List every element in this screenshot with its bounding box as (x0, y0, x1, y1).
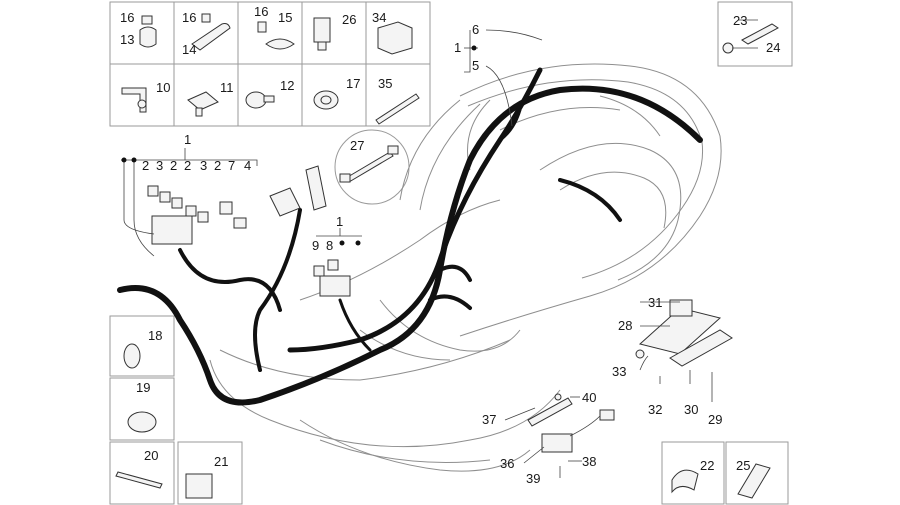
parts-box-group-left (109, 315, 243, 505)
parts-box-group-bottom-right (661, 441, 789, 505)
callout-35: 35 (378, 76, 392, 91)
clamp-12-sketch (245, 91, 275, 109)
callout-28: 28 (618, 318, 632, 333)
callout-38: 38 (582, 454, 596, 469)
callout-15: 15 (278, 10, 292, 25)
callout-1: 1 (336, 214, 343, 229)
harness-27-inset (334, 129, 410, 205)
callout-11: 11 (220, 80, 234, 95)
battery-bracket-assembly (635, 299, 733, 367)
connector-34-sketch (377, 21, 413, 55)
parts-box-group-top-left (109, 1, 431, 127)
callout-9: 9 (312, 238, 319, 253)
callout-26: 26 (342, 12, 356, 27)
callout-17: 17 (346, 76, 360, 91)
callout-3: 3 (156, 158, 163, 173)
bracket-clip-16-13-sketch (139, 15, 157, 48)
callout-4: 4 (244, 158, 251, 173)
parts-box-top-right (717, 1, 793, 67)
callout-33: 33 (612, 364, 626, 379)
callout-16: 16 (120, 10, 134, 25)
callout-1: 1 (454, 40, 461, 55)
callout-19: 19 (136, 380, 150, 395)
callout-2: 2 (142, 158, 149, 173)
bracket-37-36-assembly (527, 393, 615, 453)
clamp-16-15-sketch (257, 21, 295, 50)
callout-13: 13 (120, 32, 134, 47)
callout-3: 3 (200, 158, 207, 173)
callout-2: 2 (170, 158, 177, 173)
callout-6: 6 (472, 22, 479, 37)
callout-labels: 16 13 16 14 16 15 26 34 10 11 12 17 35 6… (120, 4, 780, 486)
tie-35-sketch (375, 93, 420, 125)
callout-18: 18 (148, 328, 162, 343)
callout-bullets (121, 45, 477, 246)
callout-34: 34 (372, 10, 386, 25)
connector-26-sketch (313, 17, 331, 51)
callout-30: 30 (684, 402, 698, 417)
bracket-10-sketch (121, 87, 147, 113)
callout-40: 40 (582, 390, 596, 405)
callout-2: 2 (214, 158, 221, 173)
callout-8: 8 (326, 238, 333, 253)
callout-14: 14 (182, 42, 196, 57)
callout-5: 5 (472, 58, 479, 73)
callout-20: 20 (144, 448, 158, 463)
callout-16: 16 (182, 10, 196, 25)
callout-39: 39 (526, 471, 540, 486)
callout-36: 36 (500, 456, 514, 471)
callout-21: 21 (214, 454, 228, 469)
callout-24: 24 (766, 40, 780, 55)
callout-1: 1 (184, 132, 191, 147)
harness-connectors (147, 165, 351, 297)
clip-11-sketch (187, 91, 219, 117)
ring-17-sketch (313, 90, 339, 110)
callout-32: 32 (648, 402, 662, 417)
callout-10: 10 (156, 80, 170, 95)
wiring-harness (117, 67, 703, 406)
callout-7: 7 (228, 158, 235, 173)
callout-22: 22 (700, 458, 714, 473)
callout-31: 31 (648, 295, 662, 310)
callout-25: 25 (736, 458, 750, 473)
callout-29: 29 (708, 412, 722, 427)
callout-16: 16 (254, 4, 268, 19)
clamp-16-14-sketch (191, 13, 231, 51)
callout-23: 23 (733, 13, 747, 28)
callout-27: 27 (350, 138, 364, 153)
callout-12: 12 (280, 78, 294, 93)
callout-2: 2 (184, 158, 191, 173)
callout-37: 37 (482, 412, 496, 427)
